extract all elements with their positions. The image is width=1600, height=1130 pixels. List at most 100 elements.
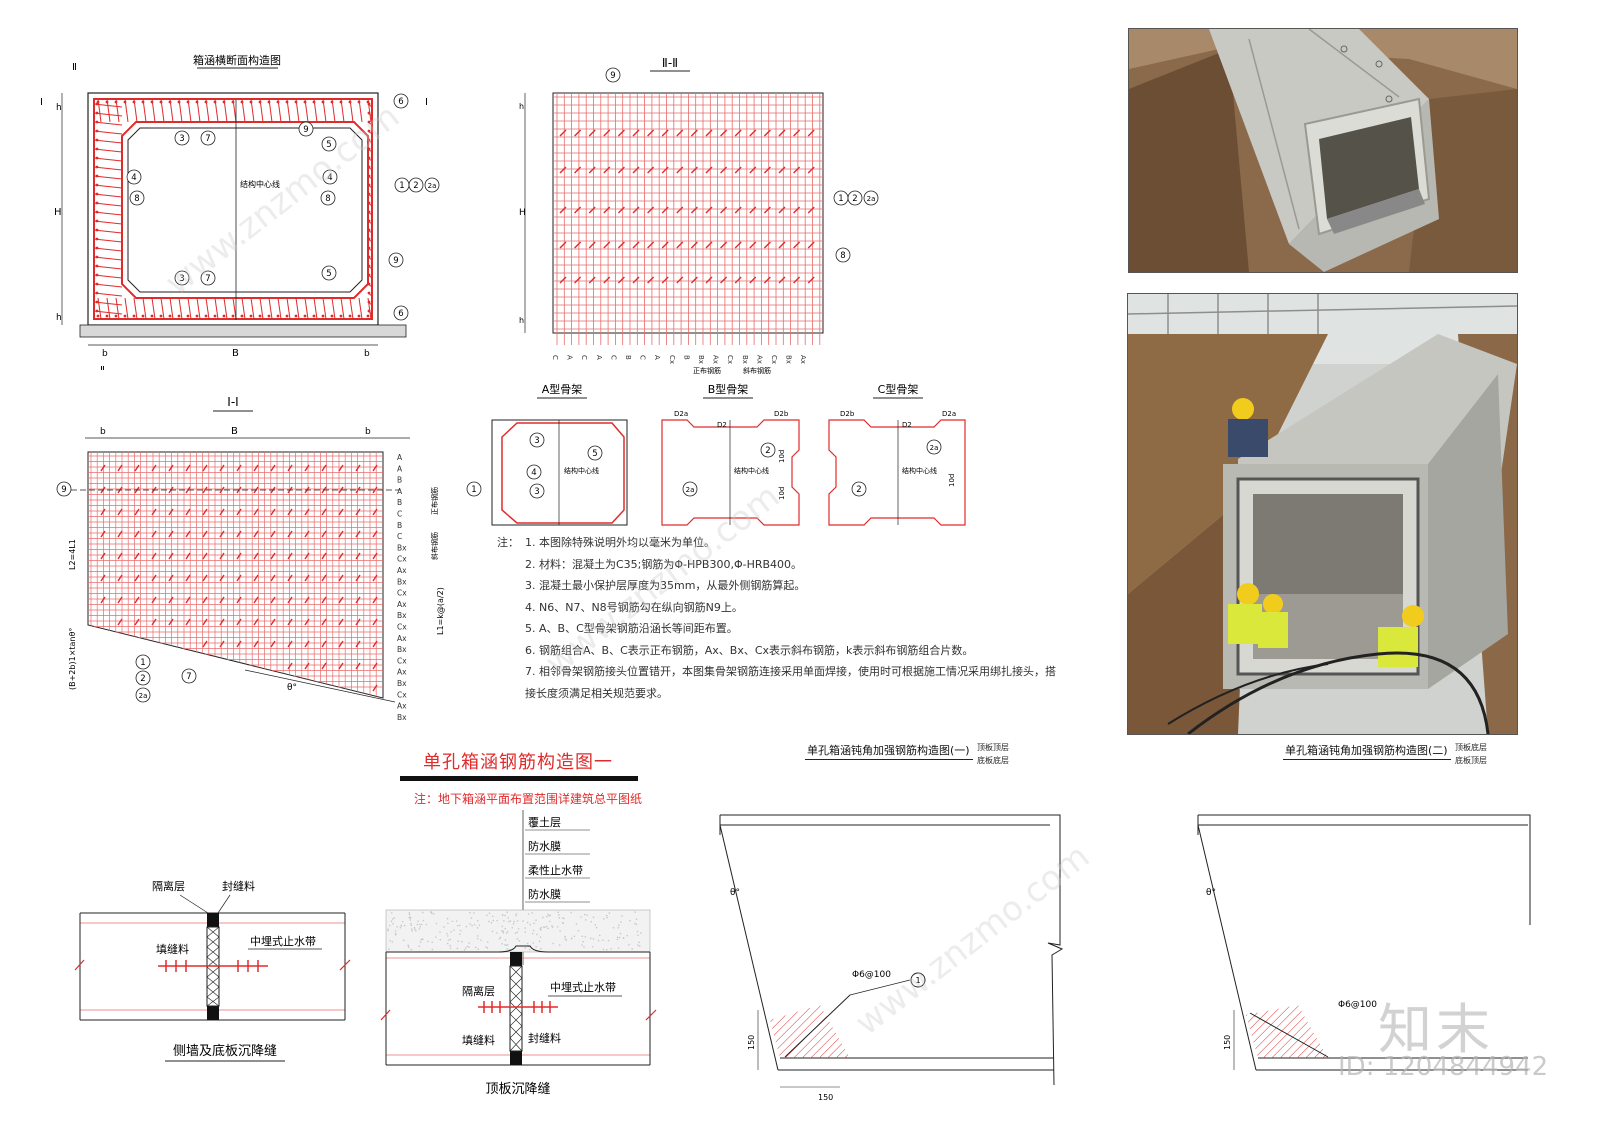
svg-text:2: 2 [856,485,861,495]
row-code-label: Ax [397,566,407,575]
callout-6: 6 [393,305,409,321]
svg-text:150: 150 [747,1035,756,1050]
svg-text:7: 7 [205,274,210,284]
cross-section-centerline: 结构中心线 [240,179,280,189]
svg-text:2a: 2a [139,692,148,700]
joint-side-title: 侧墙及底板沉降缝 [173,1043,277,1059]
corner-2-title: 单孔箱涵钝角加强钢筋构造图(二) [1285,744,1448,757]
notes-block: 注： 1. 本图除特殊说明外均以毫米为单位。 2. 材料：混凝土为C35;钢筋为… [497,532,1057,704]
corner-1-drawing: θ° Φ6@100 1 150 150 [719,814,1064,1102]
callout-4: 4 [322,169,338,185]
note-item: 6. 钢筋组合A、B、C表示正布钢筋，Ax、Bx、Cx表示斜布钢筋，k表示斜布钢… [525,643,974,657]
row-code-label: Cx [397,555,407,564]
svg-text:D2a: D2a [674,410,688,418]
row-code-label: Cx [397,589,407,598]
callout-3: 3 [529,432,545,448]
svg-text:9: 9 [303,125,308,135]
photo-installation-workers [1127,293,1518,735]
row-code-label: A [397,464,403,473]
rebar-code-label: Bx [741,355,749,364]
joint-side-drawing: 隔离层 封缝料 填缝料 中埋式止水带 侧墙及底板沉降缝 [74,879,351,1062]
joint-top-label-waterstop: 中埋式止水带 [550,981,616,994]
callout-4: 4 [526,464,542,480]
callout-5: 5 [321,265,337,281]
svg-text:B: B [231,426,238,437]
callout-2a: 2a [424,177,440,193]
svg-text:H: H [519,208,526,218]
watermark-brand: 知末 [1378,998,1494,1061]
row-code-label: A [397,453,403,462]
callout-1: 1 [135,654,151,670]
joint-side-label-waterstop: 中埋式止水带 [250,935,316,948]
svg-text:6: 6 [398,97,403,107]
svg-text:3: 3 [534,487,539,497]
svg-text:2: 2 [140,674,145,684]
cross-section-title: 箱涵横断面构造图 [193,53,281,67]
svg-text:8: 8 [840,251,845,261]
photo-precast-culvert [1128,28,1518,273]
callout-9: 9 [298,121,314,137]
svg-text:D2a: D2a [942,410,956,418]
corner-2-rebar: Φ6@100 [1338,1000,1377,1010]
svg-text:6: 6 [398,309,403,319]
rebar-code-label: A [653,355,661,360]
callout-6: 6 [393,93,409,109]
svg-text:b: b [365,427,371,437]
svg-text:8: 8 [134,194,139,204]
svg-text:2: 2 [413,181,418,191]
section-mark-right: Ⅰ [425,97,428,108]
section-mark-left: Ⅰ [40,97,43,108]
joint-side-label-sealant: 封缝料 [222,879,255,893]
callout-2: 2 [847,190,863,206]
note-item: 4. N6、N7、N8号钢筋勾在纵向钢筋N9上。 [525,600,743,614]
svg-text:b: b [364,349,370,359]
section-1-drawing: Ⅰ-Ⅰ b B b AABABCBCBxCxAxBxCxAxBxCxAxBxCx… [56,395,445,725]
callout-7: 7 [200,130,216,146]
callout-3: 3 [529,483,545,499]
corner-1-title: 单孔箱涵钝角加强钢筋构造图(一) [807,744,970,757]
section-1-angle: θ° [287,683,297,693]
rebar-code-label: C [551,355,559,360]
row-code-label: Ax [397,668,407,677]
svg-text:1: 1 [915,976,920,985]
svg-text:B: B [232,348,239,359]
row-code-label: Ax [397,702,407,711]
svg-text:9: 9 [393,256,398,266]
svg-text:h: h [56,313,62,323]
svg-text:7: 7 [205,134,210,144]
svg-text:4: 4 [327,173,332,183]
note-item: 2. 材料：混凝土为C35;钢筋为Φ-HPB300,Φ-HRB400。 [525,557,803,571]
rebar-code-label: Cx [668,355,676,364]
joint-top-layer-label: 柔性止水带 [528,863,583,877]
row-code-label: Ax [397,634,407,643]
svg-text:1: 1 [399,181,404,191]
section-2-legend-front: 正布钢筋 [693,366,721,375]
svg-text:2: 2 [852,194,857,204]
svg-text:3: 3 [534,436,539,446]
rebar-code-label: Cx [770,355,778,364]
joint-side-label-filler: 填缝料 [156,942,189,956]
svg-text:H: H [54,207,62,218]
skeleton-types: A型骨架 结构中心线 B型骨架 结构中心线 D2a D2 D2b 10d 10d… [466,382,966,526]
svg-text:1: 1 [471,485,476,495]
callout-8: 8 [129,190,145,206]
svg-text:3: 3 [179,134,184,144]
callout-3: 3 [174,130,190,146]
svg-text:h: h [519,102,524,111]
main-title: 单孔箱涵钢筋构造图一 [423,752,613,773]
section-1-left-label-2: (B+2b)1×tanθ° [68,628,77,690]
joint-top-label-sealant: 封缝料 [528,1031,561,1045]
svg-text:8: 8 [325,194,330,204]
rebar-code-label: Bx [785,355,793,364]
watermark-id: ID: 1204844942 [1338,1052,1549,1082]
skeleton-a-title: A型骨架 [542,382,583,396]
callout-2a: 2a [135,687,151,703]
section-1-right-label-3: 斜布钢筋 [430,532,439,560]
svg-text:5: 5 [326,269,331,279]
corner-2-sub2: 底板顶层 [1455,756,1487,765]
rebar-code-label: Ax [755,355,763,364]
callout-7: 7 [200,270,216,286]
svg-text:h: h [56,103,62,113]
